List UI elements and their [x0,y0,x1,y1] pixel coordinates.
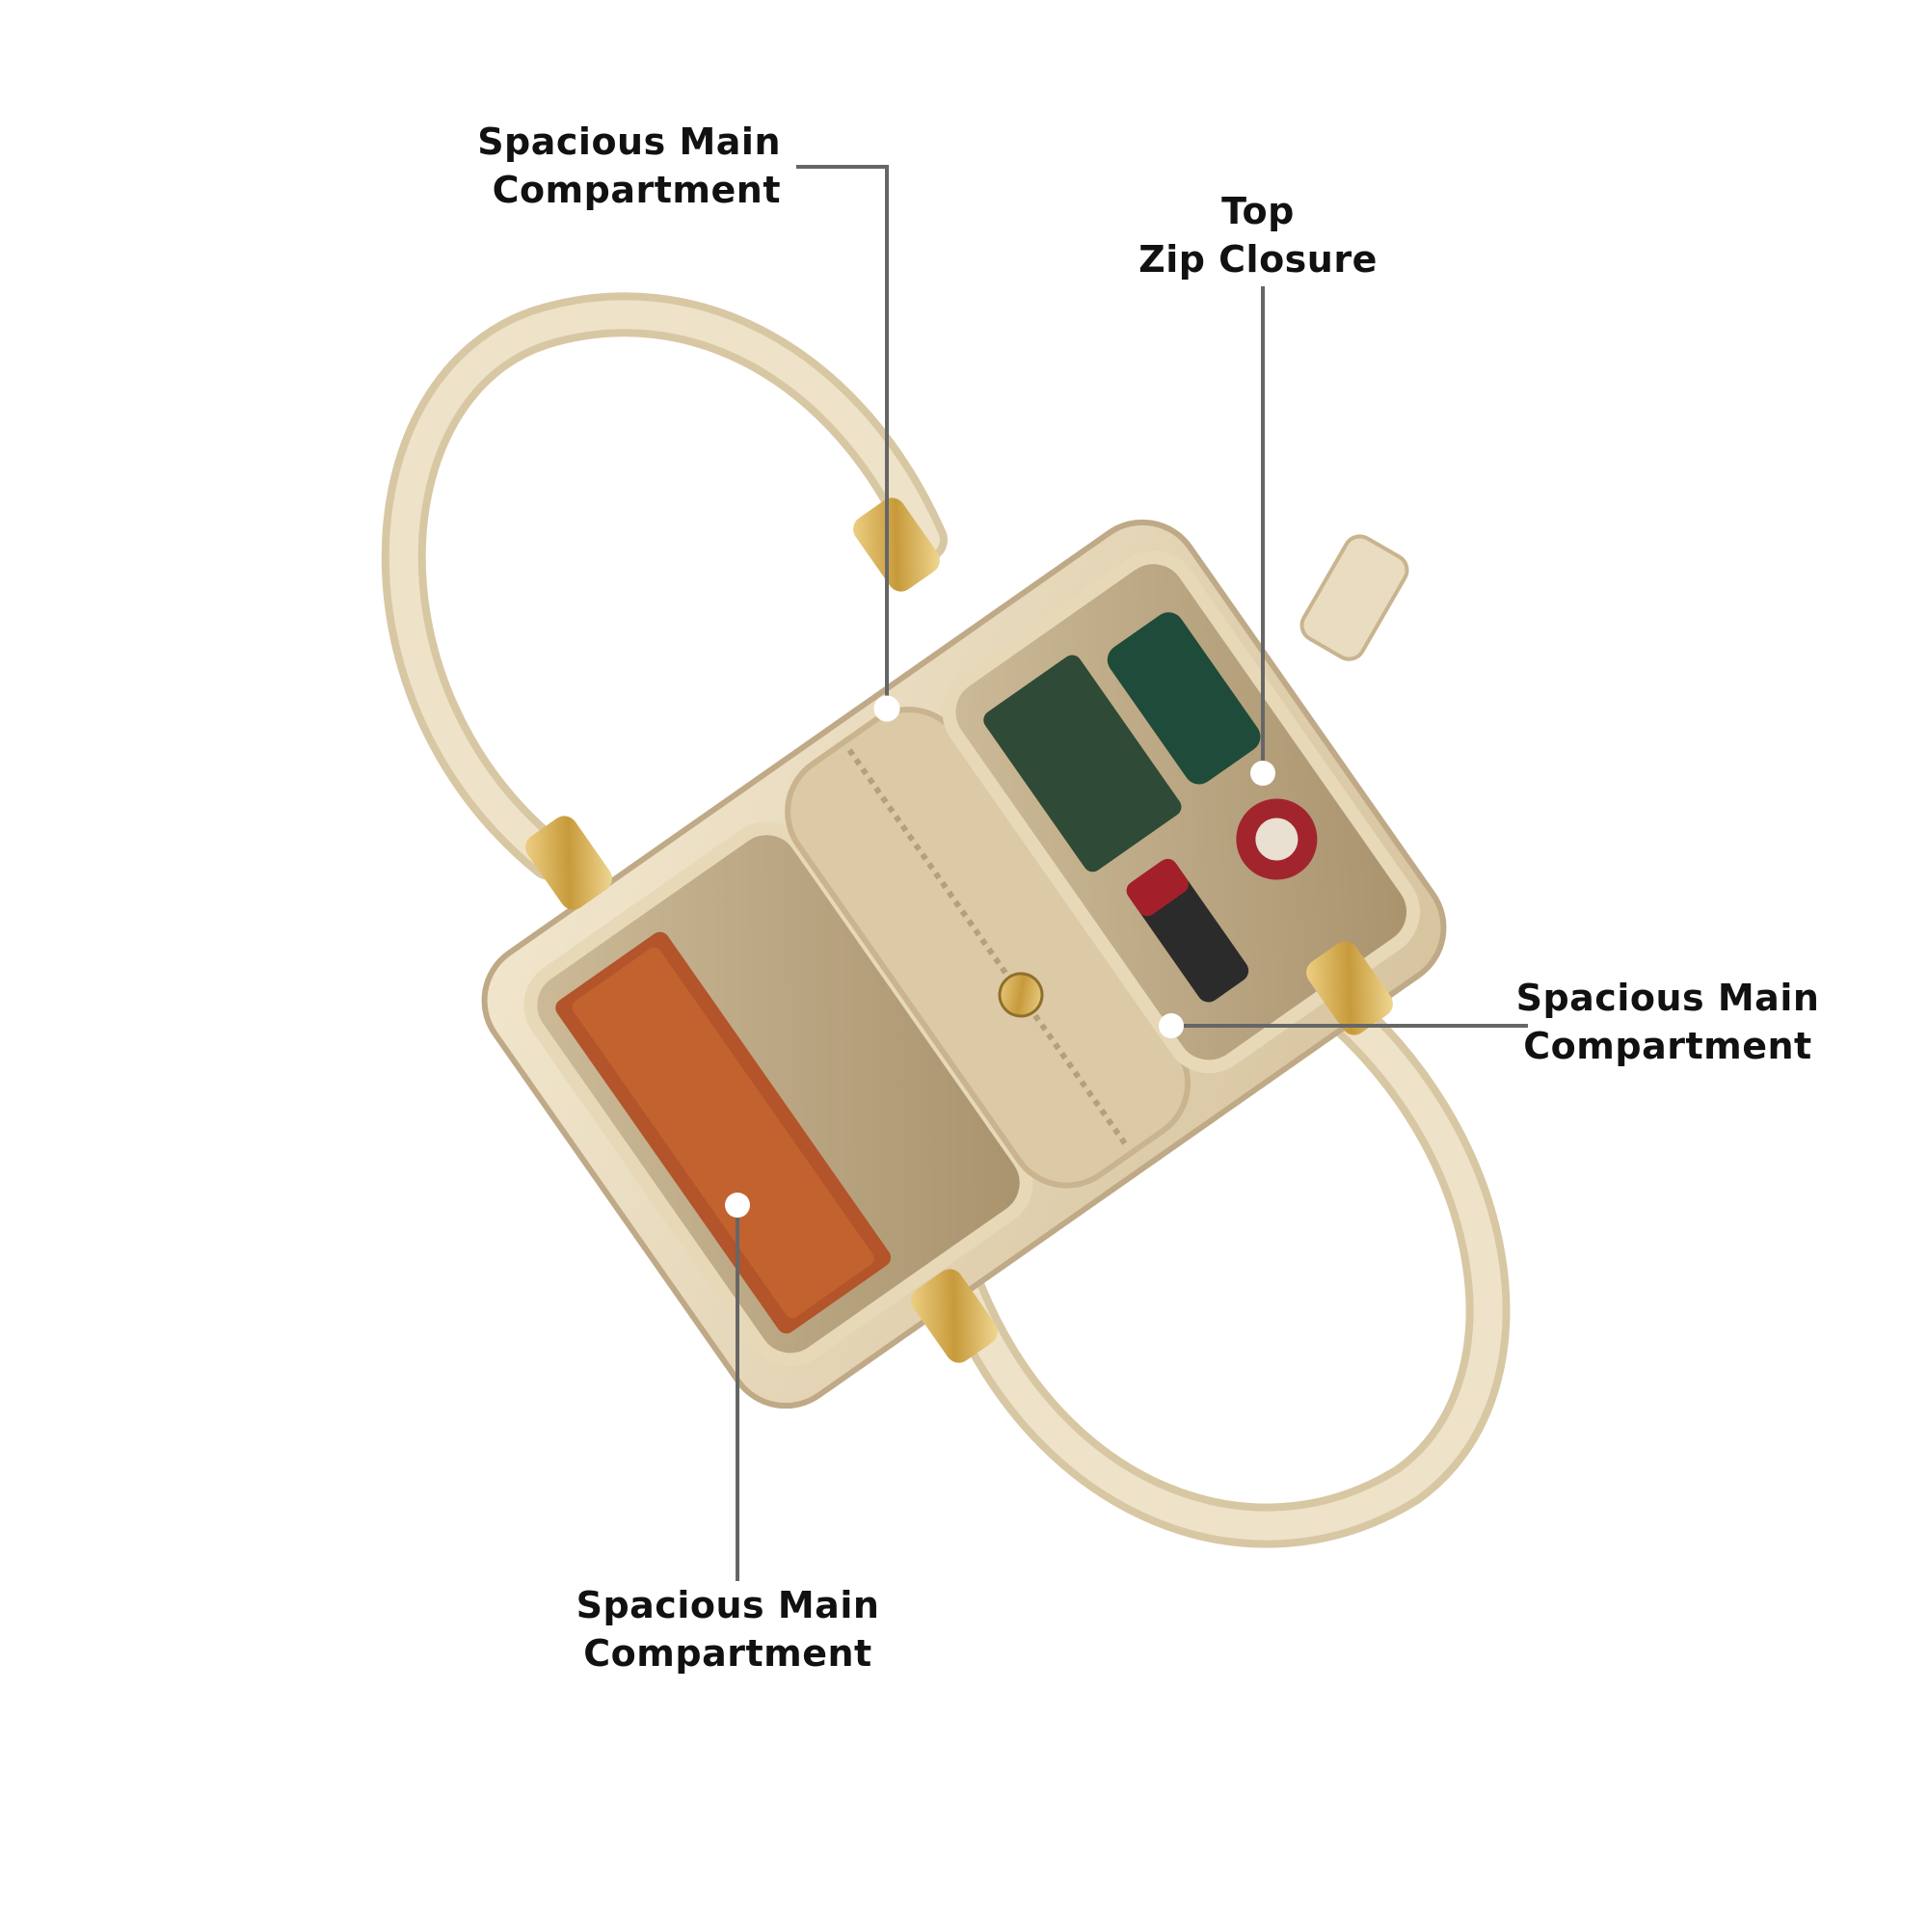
callout-line1: Spacious Main [576,1584,880,1626]
callout-line2: Compartment [1523,1025,1812,1067]
callout-line2: Compartment [583,1632,872,1675]
snap-button [998,972,1044,1018]
gold-hardware [525,497,1409,1363]
green-wallet [983,655,1182,872]
callout-label-top-left: Spacious Main Compartment [443,118,781,214]
callout-line1: Top [1221,190,1295,232]
callout-leaders [725,165,1528,1581]
callout-label-top-right: Top Zip Closure [1099,187,1417,283]
callout-label-right: Spacious Main Compartment [1509,974,1827,1070]
callout-line1: Spacious Main [1515,977,1820,1019]
callout-line2: Zip Closure [1138,238,1378,281]
zip-puller [1299,534,1409,661]
callout-label-bottom: Spacious Main Compartment [569,1581,887,1677]
callout-line1: Spacious Main [477,121,781,163]
callout-line2: Compartment [492,169,781,211]
green-phone [1107,612,1261,785]
